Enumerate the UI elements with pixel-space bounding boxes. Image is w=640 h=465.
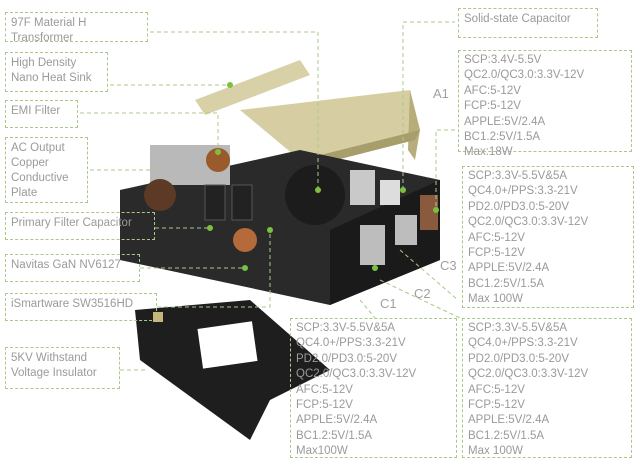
marker-dots xyxy=(207,82,439,271)
label-controller-chip: iSmartware SW3516HD xyxy=(5,293,157,321)
spec-line: AFC:5-12V xyxy=(464,84,521,97)
spec-line: AFC:5-12V xyxy=(296,383,353,396)
spec-box-c2: SCP:3.3V-5.5V&5A QC4.0+/PPS:3.3-21V PD2.… xyxy=(462,318,632,458)
spec-line: QC2.0/QC3.0:3.3V-12V xyxy=(296,368,417,381)
spec-box-a1: SCP:3.4V-5.5V QC2.0/QC3.0:3.3V-12V AFC:5… xyxy=(458,50,632,158)
spec-line: Max 100W xyxy=(468,445,523,458)
spec-line: FCP:5-12V xyxy=(468,247,525,260)
port-label-c2: C2 xyxy=(414,286,431,301)
label-copper-plate: AC Output Copper Conductive Plate xyxy=(5,137,88,203)
spec-line: Max:18W xyxy=(464,146,513,159)
spec-line: QC4.0+/PPS:3.3-21V xyxy=(296,337,406,350)
spec-line: FCP:5-12V xyxy=(464,100,521,113)
spec-line: BC1.2:5V/1.5A xyxy=(464,131,541,144)
spec-line: Max 100W xyxy=(468,293,523,306)
label-heat-sink: High Density Nano Heat Sink xyxy=(5,52,108,92)
spec-line: Max100W xyxy=(296,445,348,458)
spec-line: BC1.2:5V/1.5A xyxy=(296,429,373,442)
spec-line: PD2.0/PD3.0:5-20V xyxy=(296,352,398,365)
spec-line: APPLE:5V/2.4A xyxy=(468,414,550,427)
spec-line: SCP:3.3V-5.5V&5A xyxy=(468,322,568,334)
spec-line: QC4.0+/PPS:3.3-21V xyxy=(468,185,578,198)
spec-line: PD2.0/PD3.0:5-20V xyxy=(468,352,570,365)
spec-line: SCP:3.3V-5.5V&5A xyxy=(296,322,396,334)
spec-line: QC2.0/QC3.0:3.3V-12V xyxy=(468,368,589,381)
label-transformer: 97F Material H Transformer xyxy=(5,12,148,44)
spec-box-c1: SCP:3.3V-5.5V&5A QC4.0+/PPS:3.3-21V PD2.… xyxy=(290,318,457,458)
spec-line: SCP:3.4V-5.5V xyxy=(464,54,542,66)
spec-line: APPLE:5V/2.4A xyxy=(464,115,546,128)
spec-box-c3: SCP:3.3V-5.5V&5A QC4.0+/PPS:3.3-21V PD2.… xyxy=(462,166,634,308)
spec-line: SCP:3.3V-5.5V&5A xyxy=(468,170,568,182)
leader-lines xyxy=(80,21,461,371)
label-filter-capacitor: Primary Filter Capacitor xyxy=(5,212,155,240)
label-gan-chip: Navitas GaN NV6127 xyxy=(5,254,140,282)
spec-line: APPLE:5V/2.4A xyxy=(468,262,550,275)
port-label-c1: C1 xyxy=(380,296,397,311)
pcb-assembly-image xyxy=(120,145,440,305)
spec-line: APPLE:5V/2.4A xyxy=(296,414,378,427)
spec-line: FCP:5-12V xyxy=(468,399,525,412)
label-emi-filter: EMI Filter xyxy=(5,100,78,128)
insulator-image xyxy=(135,300,330,440)
label-insulator: 5KV Withstand Voltage Insulator xyxy=(5,347,120,389)
spec-line: AFC:5-12V xyxy=(468,383,525,396)
spec-line: QC2.0/QC3.0:3.3V-12V xyxy=(464,69,585,82)
spec-line: FCP:5-12V xyxy=(296,399,353,412)
spec-line: QC4.0+/PPS:3.3-21V xyxy=(468,337,578,350)
spec-line: QC2.0/QC3.0:3.3V-12V xyxy=(468,216,589,229)
label-solid-state-capacitor: Solid-state Capacitor xyxy=(458,8,598,38)
spec-line: BC1.2:5V/1.5A xyxy=(468,277,545,290)
spec-line: PD2.0/PD3.0:5-20V xyxy=(468,200,570,213)
port-label-a1: A1 xyxy=(433,86,449,101)
spec-line: AFC:5-12V xyxy=(468,231,525,244)
port-label-c3: C3 xyxy=(440,258,457,273)
spec-line: BC1.2:5V/1.5A xyxy=(468,429,545,442)
